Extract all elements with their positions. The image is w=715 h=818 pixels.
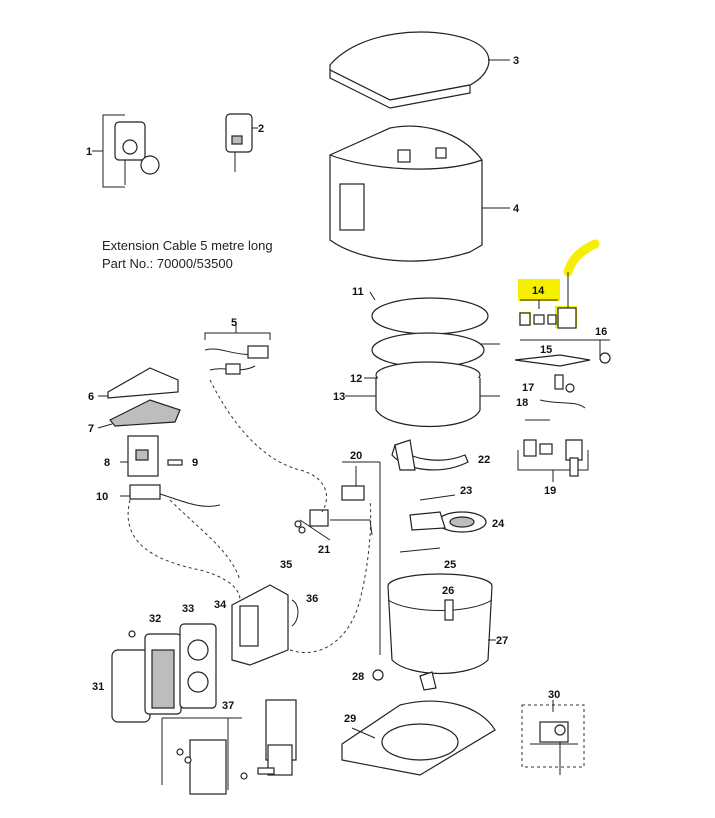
label-21: 21	[318, 544, 330, 556]
label-18: 18	[516, 397, 528, 409]
label-2: 2	[258, 123, 264, 135]
part-31-37-switch-housing	[111, 584, 299, 795]
label-8: 8	[104, 457, 110, 469]
label-25: 25	[444, 559, 456, 571]
part-labels: 3 1 2 4 5 6 7 8 9 10 11 12 13 14 15 16 1…	[86, 55, 607, 725]
label-19: 19	[544, 485, 556, 497]
label-35: 35	[280, 559, 292, 571]
part-14-18-valve-group	[514, 272, 611, 421]
extension-cable-note: Extension Cable 5 metre long	[102, 238, 273, 253]
part-19-fittings	[517, 439, 589, 482]
part-28-screw	[372, 669, 437, 691]
label-20: 20	[350, 450, 362, 462]
label-9: 9	[192, 457, 198, 469]
label-37: 37	[222, 700, 234, 712]
part-11-13-drum	[345, 291, 500, 428]
part-30-gas-valve	[521, 700, 585, 775]
label-12: 12	[350, 373, 362, 385]
label-13: 13	[333, 391, 345, 403]
label-23: 23	[460, 485, 472, 497]
part-6-10-electronics	[97, 367, 221, 507]
part-29-base	[341, 700, 496, 776]
part-3-lid	[329, 31, 510, 109]
label-26: 26	[442, 585, 454, 597]
label-32: 32	[149, 613, 161, 625]
label-16: 16	[595, 326, 607, 338]
label-6: 6	[88, 391, 94, 403]
part-1-control-unit	[92, 114, 160, 188]
label-27: 27	[496, 635, 508, 647]
label-24: 24	[492, 518, 505, 530]
label-7: 7	[88, 423, 94, 435]
label-4: 4	[513, 203, 520, 215]
label-28: 28	[352, 671, 364, 683]
highlight-hose	[563, 239, 600, 277]
label-10: 10	[96, 491, 108, 503]
cable-routes	[127, 379, 372, 654]
part-20-21-igniter	[294, 461, 381, 655]
label-15: 15	[540, 344, 552, 356]
label-30: 30	[548, 689, 560, 701]
label-33: 33	[182, 603, 194, 615]
label-34: 34	[214, 599, 227, 611]
part-2-thermostat	[225, 113, 258, 172]
label-36: 36	[306, 593, 318, 605]
part-26-27-chamber	[387, 573, 496, 674]
part-22-25-burner	[391, 439, 487, 553]
label-14: 14	[532, 285, 545, 297]
part-4-casing	[329, 125, 510, 262]
highlight-box	[518, 279, 560, 301]
part-number-note: Part No.: 70000/53500	[102, 256, 233, 271]
part-5-harness	[204, 325, 271, 375]
label-3: 3	[513, 55, 519, 67]
label-5: 5	[231, 317, 237, 329]
label-22: 22	[478, 454, 490, 466]
label-17: 17	[522, 382, 534, 394]
label-1: 1	[86, 146, 92, 158]
label-29: 29	[344, 713, 356, 725]
label-31: 31	[92, 681, 104, 693]
label-11: 11	[352, 286, 364, 298]
